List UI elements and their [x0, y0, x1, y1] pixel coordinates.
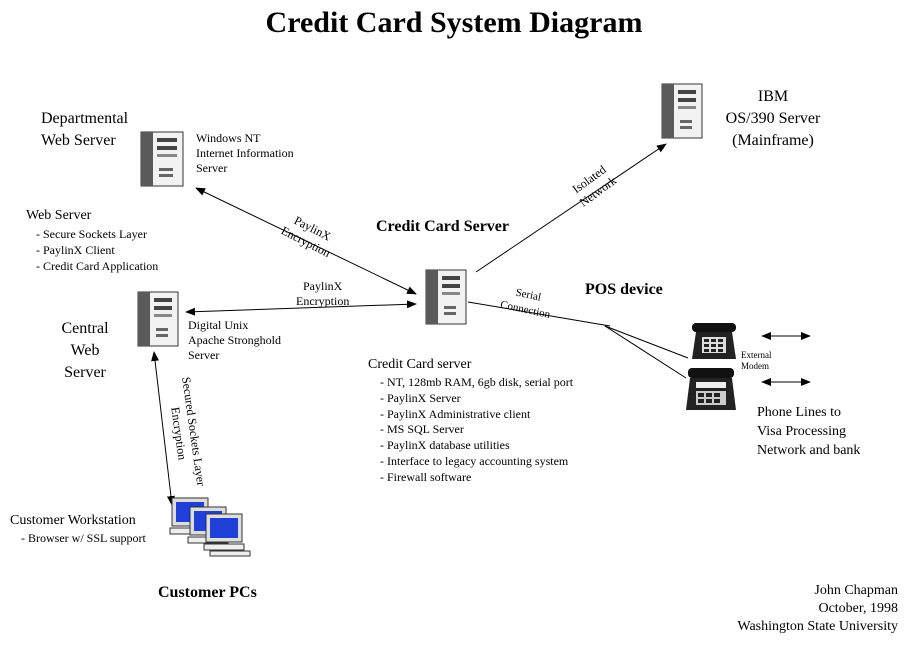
- paylinx-encryption-lower-label: PaylinX Encryption: [296, 279, 350, 308]
- customer-workstation-item: - Browser w/ SSL support: [21, 531, 146, 545]
- web-server-feature-list: - Secure Sockets Layer - PaylinX Client …: [36, 227, 158, 274]
- central-server-icon: [137, 291, 179, 347]
- departmental-server-os: Windows NT Internet Information Server: [196, 131, 294, 175]
- list-item: - Secure Sockets Layer: [36, 227, 147, 241]
- list-item: - PaylinX database utilities: [380, 438, 510, 453]
- link-pos-phone: [604, 325, 689, 359]
- link-central-to-customer: [151, 351, 175, 506]
- credit-card-server-heading: Credit Card server: [368, 357, 472, 372]
- customer-pcs-icon: [169, 497, 251, 557]
- central-server-label: Central Web Server: [61, 320, 109, 381]
- departmental-server-icon: [140, 131, 184, 187]
- customer-workstation-heading: Customer Workstation: [10, 513, 136, 528]
- credit-card-server-feature-list: - NT, 128mb RAM, 6gb disk, serial port -…: [380, 375, 573, 486]
- link-dept-to-ccserver: [195, 187, 417, 295]
- web-server-heading: Web Server: [26, 208, 92, 223]
- card-terminal-icon: [686, 368, 736, 410]
- credit-card-server-label: Credit Card Server: [376, 218, 509, 235]
- list-item: - PaylinX Administrative client: [380, 406, 531, 421]
- ibm-server-icon: [661, 83, 703, 139]
- link-pos-terminal: [604, 325, 687, 379]
- list-item: - PaylinX Server: [380, 390, 461, 405]
- page-title: Credit Card System Diagram: [265, 6, 643, 39]
- pos-device-label: POS device: [585, 281, 663, 298]
- telephone-icon: [692, 323, 736, 359]
- central-server-os: Digital Unix Apache Stronghold Server: [188, 318, 281, 362]
- departmental-server-label: Departmental Web Server: [41, 110, 129, 149]
- credit-card-server-icon: [425, 269, 467, 325]
- list-item: - PaylinX Client: [36, 242, 115, 257]
- author-credit: John Chapman October, 1998 Washington St…: [737, 583, 898, 634]
- ibm-mainframe-label: IBM OS/390 Server (Mainframe): [725, 88, 821, 149]
- link-central-to-ccserver: [185, 300, 417, 316]
- list-item: - Firewall software: [380, 469, 472, 484]
- list-item: - MS SQL Server: [380, 422, 464, 437]
- external-modem-label: External Modem: [741, 350, 772, 371]
- list-item: - Interface to legacy accounting system: [380, 453, 569, 468]
- link-ccserver-to-ibm: [475, 143, 667, 273]
- link-serial: [467, 301, 611, 327]
- phone-lines-label: Phone Lines to Visa Processing Network a…: [757, 405, 861, 458]
- customer-pcs-label: Customer PCs: [158, 584, 257, 601]
- list-item: - Credit Card Application: [36, 258, 159, 273]
- list-item: - NT, 128mb RAM, 6gb disk, serial port: [380, 375, 574, 389]
